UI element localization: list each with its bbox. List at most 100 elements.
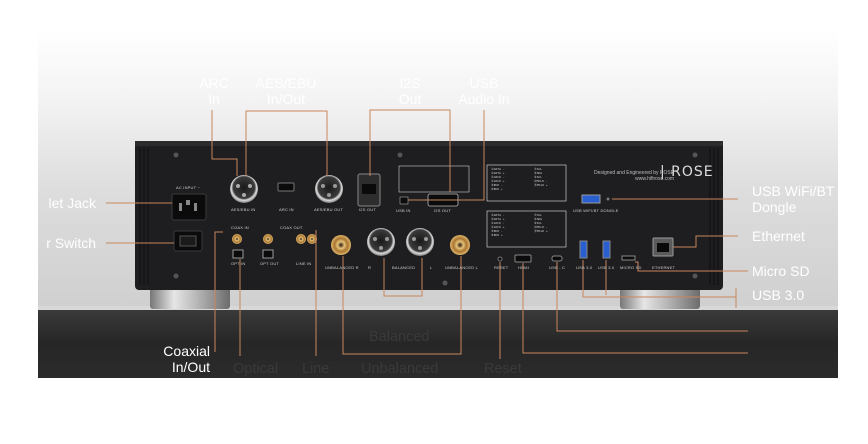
pin-row: ④LRCK + bbox=[491, 179, 505, 183]
unbalanced-label: Unbalanced bbox=[361, 361, 439, 377]
power-switch-label: r Switch bbox=[46, 235, 96, 251]
panel-opt-out: OPT OUT bbox=[260, 261, 280, 266]
i2s-label-line2: Out bbox=[398, 91, 422, 107]
panel-screws bbox=[173, 152, 698, 286]
arc-in-port bbox=[277, 182, 295, 192]
pin-row: ⑨SCL bbox=[534, 221, 543, 225]
panel-coax-out: COAX OUT bbox=[280, 225, 303, 230]
brand-line1: Designed and Engineered by ROSE bbox=[594, 170, 675, 176]
micro-sd-label: Micro SD bbox=[752, 263, 810, 279]
panel-ethernet: ETHERNET bbox=[652, 265, 676, 270]
arc-in-label: ARC In bbox=[194, 75, 234, 107]
i2s-diagram-upper bbox=[398, 165, 470, 193]
aes-ebu-label-line2: In/Out bbox=[266, 91, 306, 107]
hdmi-port bbox=[514, 254, 532, 263]
pin-row: ⑩MCLK - bbox=[534, 225, 548, 229]
pin-row: ⑧SDA bbox=[534, 217, 543, 221]
balanced-l-connector bbox=[406, 228, 434, 256]
optical-label: Optical bbox=[233, 361, 279, 377]
coaxial-label: Coaxial In/Out bbox=[128, 343, 210, 375]
line-in-right-jack bbox=[296, 234, 306, 244]
usb30-port-b bbox=[602, 240, 611, 259]
pinout-block-top bbox=[486, 164, 567, 202]
brand-line2: www.hifirose.com bbox=[635, 176, 675, 182]
usb-wifi-dongle-port bbox=[581, 194, 601, 204]
reset-hole bbox=[497, 256, 503, 262]
pin-row: ②DATA + bbox=[491, 171, 505, 175]
pinout-top-left: ①DATA - ②DATA + ③LRCK - ④LRCK + ⑤BCK - ⑥… bbox=[491, 167, 505, 191]
left-foot bbox=[150, 287, 230, 309]
chassis-top-edge bbox=[135, 141, 723, 146]
reset-label: Reset bbox=[484, 361, 522, 377]
pinout-bottom-right: ⑦SCL ⑧SDA ⑨SCL ⑩MCLK - ⑪MCLK + bbox=[534, 213, 548, 233]
shelf-edge bbox=[38, 306, 838, 310]
aes-ebu-in-connector bbox=[230, 175, 258, 203]
balanced-r-connector bbox=[367, 228, 395, 256]
panel-r: R bbox=[368, 265, 372, 270]
usb-wifi-label-line1: USB WiFi/BT bbox=[752, 183, 835, 199]
pin-row: ⑥BCK + bbox=[491, 233, 503, 237]
pin-row: ⑧SDA bbox=[534, 171, 543, 175]
usb30-port-a bbox=[579, 240, 588, 259]
aes-ebu-label-line1: AES/EBU bbox=[255, 75, 317, 91]
pin-row: ⑤BCK - bbox=[491, 183, 503, 187]
pinout-block-bottom bbox=[486, 210, 567, 248]
pin-row: ②DATA + bbox=[491, 217, 505, 221]
panel-aes-out: AES/EBU OUT bbox=[314, 207, 344, 212]
panel-unbal-l: UNBALANCED L bbox=[445, 265, 479, 270]
ac-inlet bbox=[171, 193, 207, 221]
panel-i2s-out: I2S OUT bbox=[359, 207, 376, 212]
pin-row: ⑦SCL bbox=[534, 167, 543, 171]
micro-sd-slot bbox=[621, 255, 636, 261]
panel-unbal-r: UNBALANCED R bbox=[325, 265, 359, 270]
pin-row: ①DATA - bbox=[491, 167, 505, 171]
heatsink-fins-left bbox=[139, 148, 149, 285]
ethernet-label: Ethernet bbox=[752, 228, 805, 244]
panel-hdmi: HDMI bbox=[518, 265, 530, 270]
pin-row: ⑥BCK + bbox=[491, 187, 503, 191]
panel-microsd: MICRO SD bbox=[620, 265, 642, 270]
line-in-left-jack bbox=[307, 234, 317, 244]
panel-aes-in: AES/EBU IN bbox=[231, 207, 256, 212]
chassis-rear-panel bbox=[135, 141, 723, 290]
pinout-bottom-left: ①DATA - ②DATA + ③LRCK - ④LRCK + ⑤BCK - ⑥… bbox=[491, 213, 505, 237]
pin-row: ①DATA - bbox=[491, 213, 505, 217]
unbalanced-l-jack bbox=[450, 235, 470, 255]
callout-lines bbox=[106, 109, 748, 359]
pinout-top-right: ⑦SCL ⑧SDA ⑨SCL ⑩MCLK - ⑪MCLK + bbox=[534, 167, 548, 187]
outlet-jack-label: let Jack bbox=[48, 195, 96, 211]
panel-i2s-out2: I2S OUT bbox=[434, 208, 451, 213]
usb-audio-label-line2: Audio In bbox=[458, 91, 510, 107]
pin-row: ⑦SCL bbox=[534, 213, 543, 217]
panel-brand-text: Designed and Engineered by ROSE www.hifi… bbox=[594, 170, 674, 182]
panel-l: L bbox=[430, 265, 433, 270]
opt-in-port bbox=[232, 249, 244, 259]
balanced-label: Balanced bbox=[369, 329, 430, 345]
panel-balanced: BALANCED bbox=[392, 265, 416, 270]
pin-row: ⑨SCL bbox=[534, 175, 543, 179]
panel-usb-in: USB IN bbox=[396, 208, 411, 213]
coax-in-jack bbox=[232, 234, 242, 244]
background-white-left bbox=[0, 30, 38, 312]
panel-ac-input: AC INPUT ~ bbox=[176, 185, 201, 190]
aes-ebu-out-connector bbox=[315, 175, 343, 203]
arc-label-line1: ARC bbox=[199, 75, 229, 91]
panel-coax-in: COAX IN bbox=[231, 225, 249, 230]
unbalanced-r-jack bbox=[331, 235, 351, 255]
panel-reset: RESET bbox=[494, 265, 509, 270]
pin-row: ⑩MCLK - bbox=[534, 179, 548, 183]
panel-arc-in: ARC IN bbox=[279, 207, 294, 212]
pin-row: ③LRCK - bbox=[491, 221, 505, 225]
rose-logo: | ROSE bbox=[660, 164, 714, 180]
opt-out-port bbox=[262, 249, 274, 259]
usb-wifi-label-line2: Dongle bbox=[752, 199, 797, 215]
coax-out-jack bbox=[263, 234, 273, 244]
usb-in-port bbox=[399, 196, 409, 205]
panel-wifi-dongle: USB WIFI/BT DONGLE bbox=[573, 208, 619, 213]
panel-usb30a: USB 3.0 bbox=[576, 265, 593, 270]
panel-line-in: LINE IN bbox=[296, 261, 312, 266]
background-shelf bbox=[38, 308, 838, 378]
panel-opt-in: OPT IN bbox=[231, 261, 246, 266]
coaxial-label-line1: Coaxial bbox=[163, 343, 210, 359]
